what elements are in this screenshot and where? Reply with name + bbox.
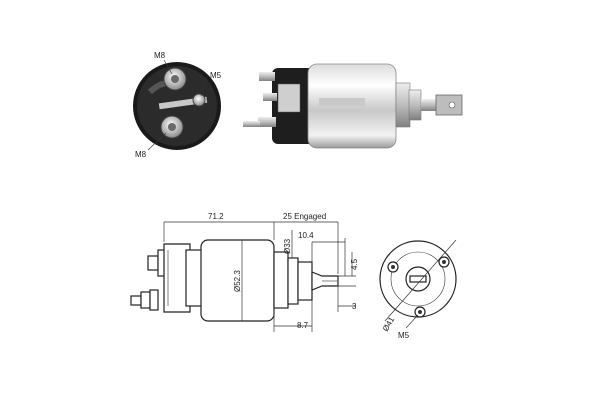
drawing-end-view: Ø41 M5	[379, 239, 457, 340]
strap-side	[277, 83, 301, 113]
dim-plunger-diameter: Ø33	[283, 238, 292, 254]
callout-m5: M5	[210, 71, 222, 80]
drawing-m8-washer-lower	[149, 289, 159, 311]
drawing-front-flange	[273, 251, 289, 309]
dim-body-diameter: Ø52.3	[233, 270, 242, 292]
callout-m8-bottom: M8	[135, 150, 147, 159]
callout-leader-m5-end	[405, 314, 419, 329]
dim-bolt-circle: Ø41	[381, 315, 397, 333]
photo-end-view: M8 M5 M8	[133, 51, 222, 159]
dim-tip-offset: 3	[352, 302, 357, 311]
drawing-boss-step	[297, 261, 313, 301]
m8-stud-upper	[259, 72, 275, 81]
photo-side-view	[243, 63, 463, 149]
end-bolt-center-left	[391, 265, 395, 269]
m5-terminal	[192, 93, 206, 107]
drawing-m8-nut-upper	[147, 255, 159, 271]
dim-engaged: 25 Engaged	[283, 212, 326, 221]
m8-top-stud	[171, 75, 179, 83]
dim-line-41	[384, 239, 457, 322]
drawing-boss	[287, 257, 299, 305]
drawing-cap-ring	[185, 249, 203, 307]
m8-stud-lower	[258, 117, 276, 127]
end-plunger-slot	[409, 275, 427, 283]
plunger-boss	[408, 89, 422, 121]
drawing-side-view: 71.2 25 Engaged 10.4 Ø33 Ø52.3 4.5 3 8.7	[130, 212, 359, 332]
end-bolt-center-right	[442, 260, 446, 264]
callout-m5-end: M5	[398, 331, 410, 340]
m8-bottom-stud	[168, 123, 176, 131]
drawing-cap	[163, 243, 191, 313]
dim-overall-length: 71.2	[208, 212, 224, 221]
m8-thread-lower	[243, 121, 260, 127]
callout-leader-m8-top	[163, 59, 173, 75]
end-bolt-center-bottom	[418, 310, 422, 314]
dim-flange: 8.7	[297, 321, 309, 330]
front-flange	[395, 82, 411, 128]
drawing-m8-nut-lower	[140, 291, 151, 309]
m5-stud	[263, 93, 277, 101]
callout-leader-m5	[200, 77, 207, 97]
end-bolt-circle	[390, 251, 446, 307]
callout-m8-top: M8	[154, 51, 166, 60]
plunger-rod	[421, 99, 439, 111]
callout-leader-m8-bottom	[147, 132, 167, 151]
dim-plunger-length: 10.4	[298, 231, 314, 240]
drawing-m8-thread-lower	[130, 295, 142, 306]
body-marking	[319, 98, 365, 106]
dim-tip-height: 4.5	[350, 258, 359, 270]
plunger-hole	[448, 101, 456, 109]
